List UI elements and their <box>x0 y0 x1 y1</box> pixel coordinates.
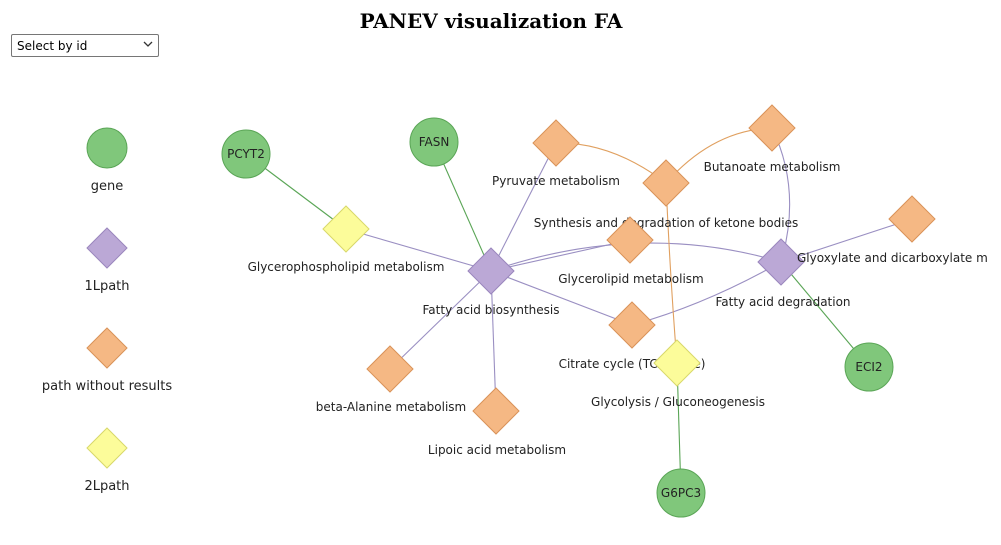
node-label: Glycerolipid metabolism <box>558 272 703 286</box>
node-label: Glyoxylate and dicarboxylate m <box>797 251 988 265</box>
node-label: Glycolysis / Gluconeogenesis <box>591 395 765 409</box>
legend-item-2Lpath: 2Lpath <box>84 427 130 494</box>
pathway-node-shape[interactable] <box>608 301 656 349</box>
select-by-id-label: Select by id <box>17 39 88 53</box>
node-ECI2[interactable]: ECI2 <box>844 342 894 392</box>
edge-fa_biosynthesis-citrate <box>490 270 633 326</box>
node-fa_biosynthesis[interactable]: Fatty acid biosynthesis <box>423 247 560 317</box>
pathway-node-shape[interactable] <box>467 247 515 295</box>
edge-fa_biosynthesis-pyruvate <box>490 142 557 272</box>
node-label: Butanoate metabolism <box>704 160 841 174</box>
pathway-node-shape[interactable] <box>888 195 936 243</box>
legend-gene-symbol <box>86 127 128 169</box>
pathway-node-shape[interactable] <box>642 159 690 207</box>
node-glycolysis[interactable]: Glycolysis / Gluconeogenesis <box>591 339 765 409</box>
edge-fa_degradation-glyoxylate <box>780 218 913 263</box>
node-label: Glycerophospholipid metabolism <box>248 260 445 274</box>
pathway-node-shape[interactable] <box>532 119 580 167</box>
pathway-node-shape[interactable] <box>748 104 796 152</box>
legend-diamond-symbol <box>86 327 128 369</box>
pathway-node-shape[interactable] <box>472 387 520 435</box>
edge-glycerophospholipid-fa_biosynthesis <box>345 228 492 272</box>
node-label: Synthesis and degradation of ketone bodi… <box>534 216 798 230</box>
legend-label: 2Lpath <box>84 479 129 494</box>
edge-fa_biosynthesis-beta_alanine <box>389 270 492 370</box>
node-label: ECI2 <box>855 360 882 374</box>
node-label: Pyruvate metabolism <box>492 174 620 188</box>
node-label: Lipoic acid metabolism <box>428 443 566 457</box>
node-PCYT2[interactable]: PCYT2 <box>221 129 271 179</box>
legend-item-nores: path without results <box>42 327 172 394</box>
edge-fa_biosynthesis-lipoic <box>490 270 497 412</box>
pathway-node-shape[interactable] <box>606 216 654 264</box>
gene-node-shape[interactable] <box>409 117 459 167</box>
select-by-id-dropdown[interactable]: Select by id <box>11 34 159 57</box>
node-pyruvate[interactable]: Pyruvate metabolism <box>492 119 620 188</box>
pathway-node-shape[interactable] <box>322 205 370 253</box>
node-glycerolipid[interactable]: Glycerolipid metabolism <box>558 216 704 286</box>
gene-node-shape[interactable] <box>844 342 894 392</box>
node-FASN[interactable]: FASN <box>409 117 459 167</box>
node-beta_alanine[interactable]: beta-Alanine metabolism <box>316 345 466 414</box>
node-label: beta-Alanine metabolism <box>316 400 466 414</box>
node-label: FASN <box>419 135 450 149</box>
node-label: G6PC3 <box>661 486 701 500</box>
node-glycerophospholipid[interactable]: Glycerophospholipid metabolism <box>248 205 445 274</box>
node-ketone[interactable]: Synthesis and degradation of ketone bodi… <box>534 159 798 230</box>
node-butanoate[interactable]: Butanoate metabolism <box>704 104 841 174</box>
edge-ketone-butanoate <box>665 127 773 184</box>
legend-diamond-symbol <box>86 427 128 469</box>
node-label: PCYT2 <box>227 147 265 161</box>
pathway-node-shape[interactable] <box>366 345 414 393</box>
node-fa_degradation[interactable]: Fatty acid degradation <box>715 238 851 309</box>
legend-label: 1Lpath <box>84 279 129 294</box>
gene-node-shape[interactable] <box>656 468 706 518</box>
legend-item-gene: gene <box>86 127 128 194</box>
node-label: Fatty acid degradation <box>715 295 850 309</box>
chevron-down-icon <box>143 41 153 47</box>
pathway-node-shape[interactable] <box>653 339 701 387</box>
node-glyoxylate[interactable]: Glyoxylate and dicarboxylate m <box>797 195 988 265</box>
pathway-node-shape[interactable] <box>757 238 805 286</box>
gene-node-shape[interactable] <box>221 129 271 179</box>
node-G6PC3[interactable]: G6PC3 <box>656 468 706 518</box>
legend-item-1Lpath: 1Lpath <box>84 227 130 294</box>
legend-label: path without results <box>42 379 172 394</box>
page-title: PANEV visualization FA <box>359 9 623 33</box>
legend-label: gene <box>91 179 124 194</box>
node-label: Fatty acid biosynthesis <box>423 303 560 317</box>
legend: gene 1Lpath path without results 2Lpath <box>42 127 172 494</box>
node-lipoic[interactable]: Lipoic acid metabolism <box>428 387 566 457</box>
legend-diamond-symbol <box>86 227 128 269</box>
